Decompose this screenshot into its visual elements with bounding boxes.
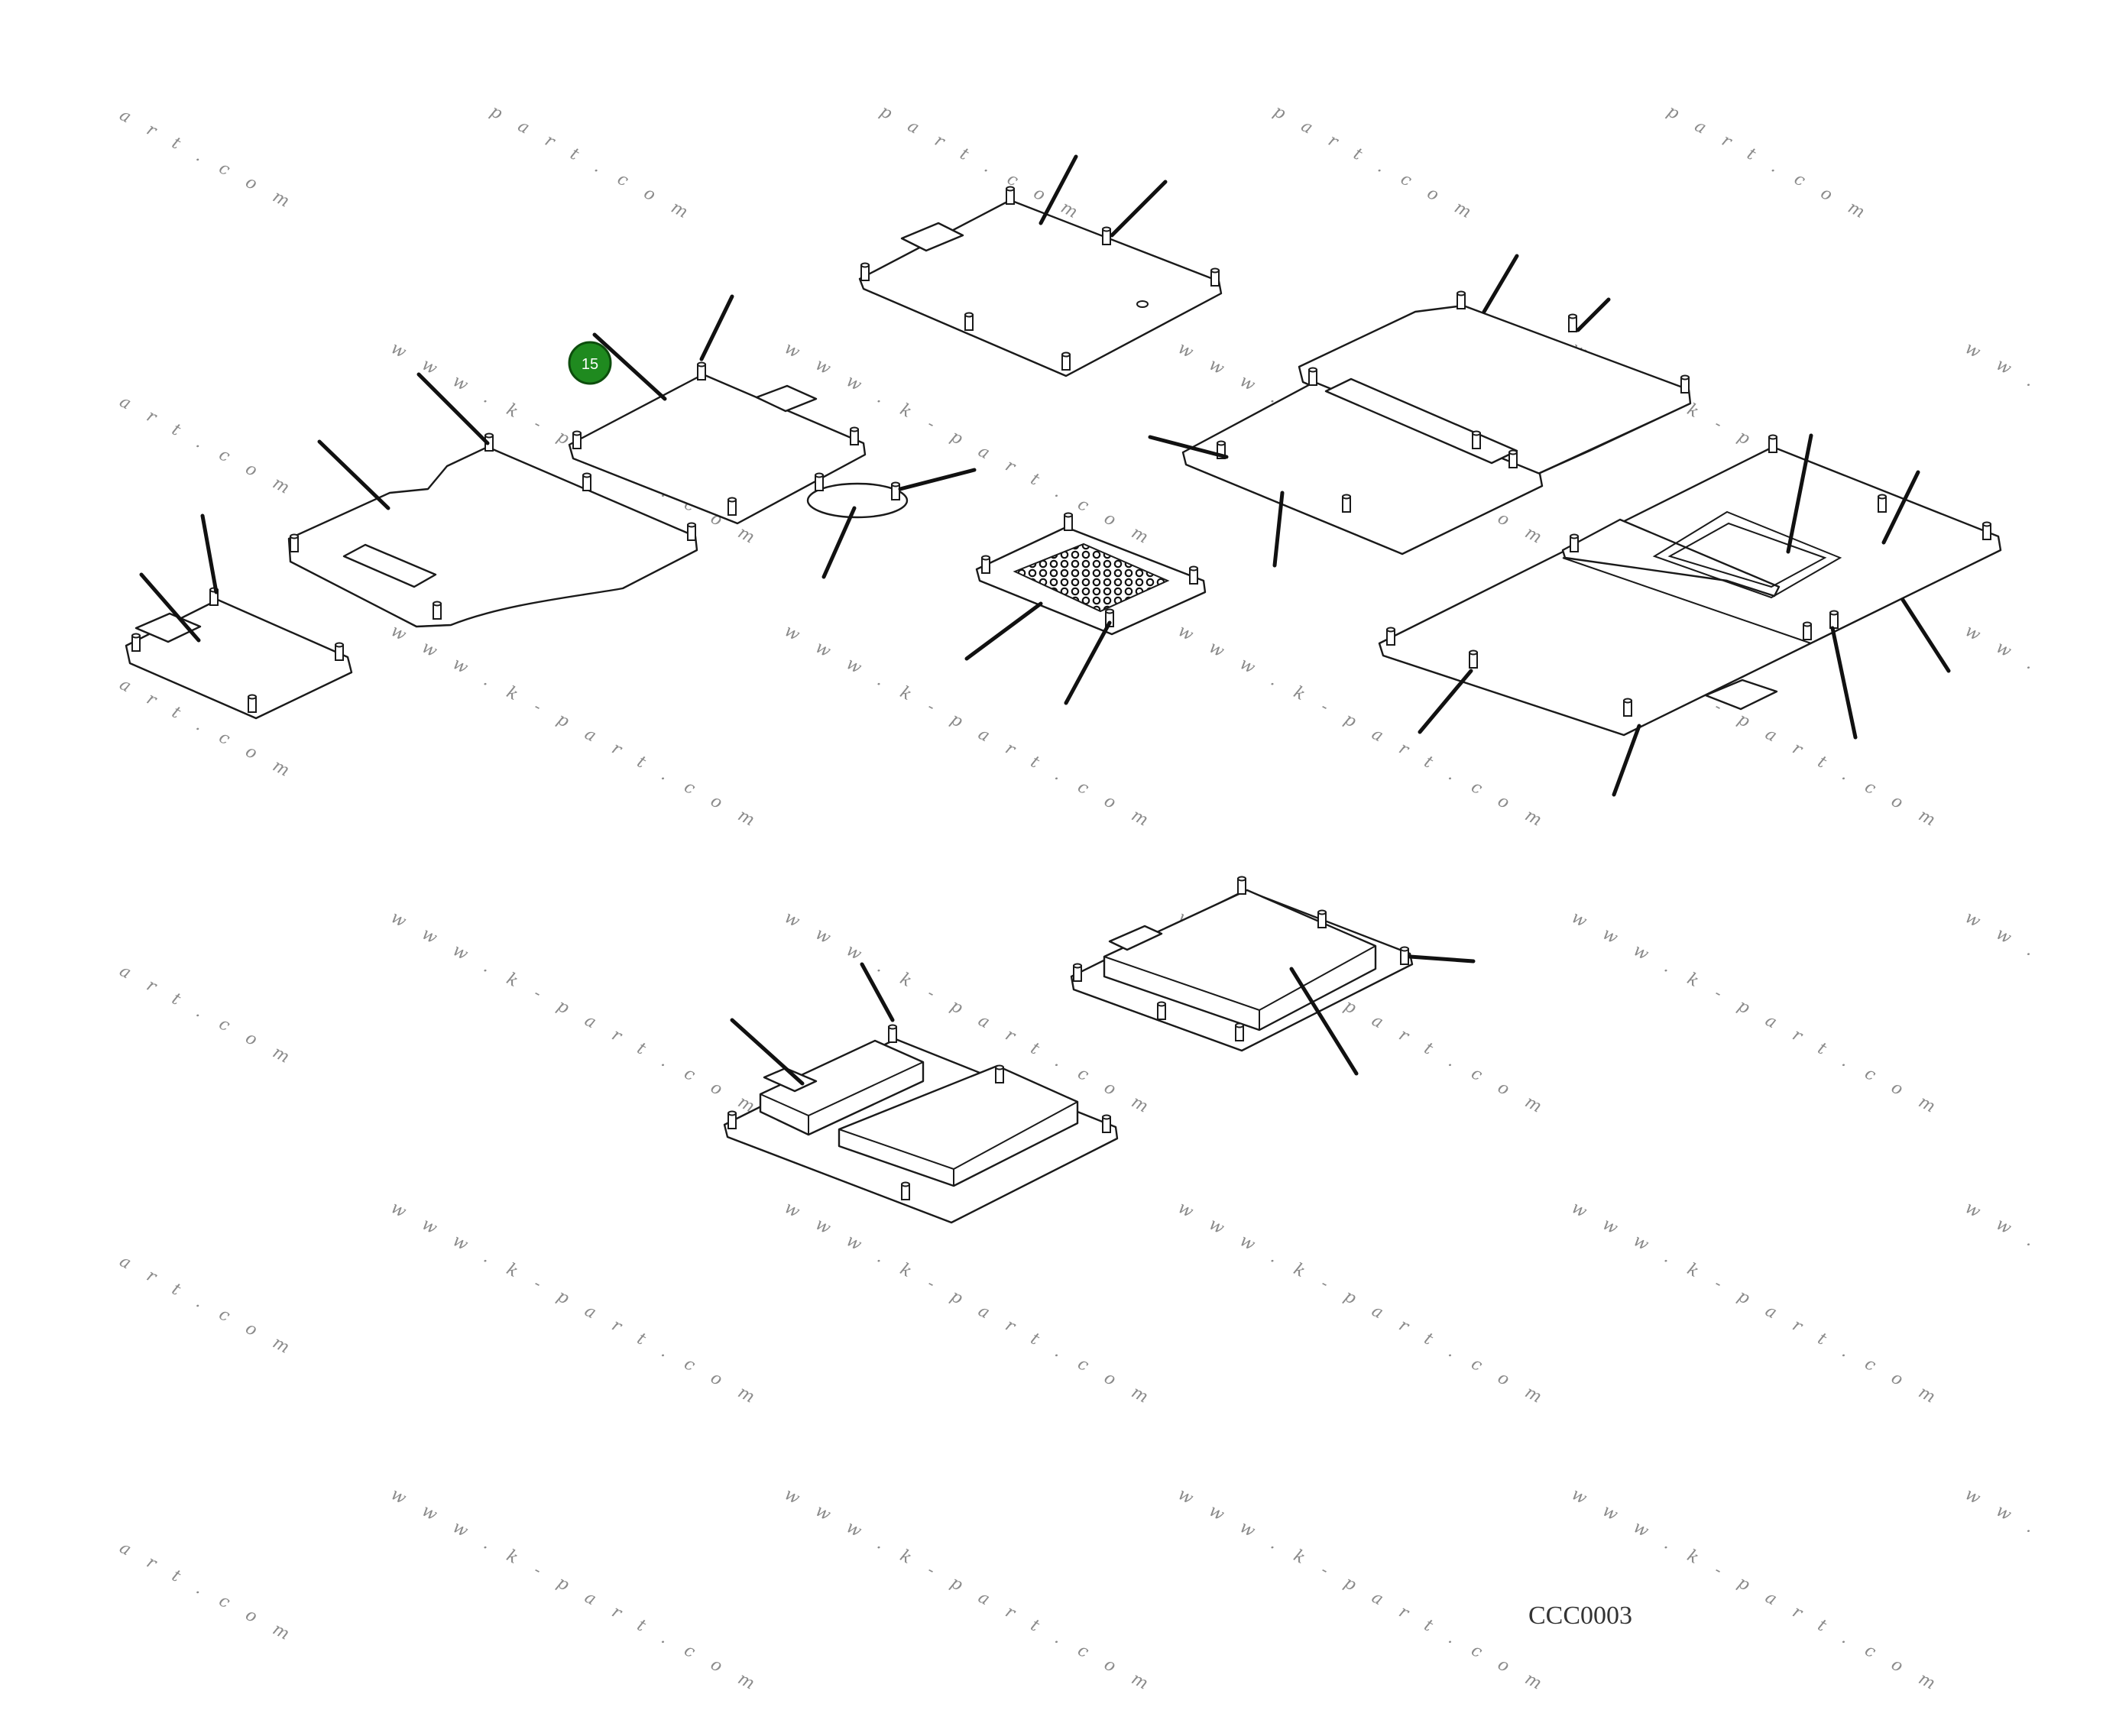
component-plate-lower-center xyxy=(723,962,1119,1224)
watermark-text: a r t . c o m xyxy=(116,1252,299,1361)
watermark-text: a r t . c o m xyxy=(116,961,299,1070)
watermark-text: w w . xyxy=(1962,338,2044,394)
watermark-text: w w w . k - p a r t . c o m xyxy=(1568,1485,1945,1697)
watermark-text: w w w . k - p a r t . c o m xyxy=(387,1485,764,1697)
watermark-text: a r t . c o m xyxy=(116,105,299,215)
watermark-text: w w w . k - p a r t . c o m xyxy=(781,621,1158,834)
floor-plate-shaped xyxy=(287,372,698,628)
watermark-text: w w . xyxy=(1962,908,2044,964)
watermark-text: a r t . c o m xyxy=(116,392,299,501)
watermark-text: w w w . k - p a r t . c o m xyxy=(1568,908,1945,1120)
watermark-text: p a r t . c o m xyxy=(877,102,1087,225)
watermark-text: w w w . k - p a r t . c o m xyxy=(1175,1485,1551,1697)
watermark-text: w w w . k - p a r t . c o m xyxy=(387,621,764,834)
drawing-code-label: CCC0003 xyxy=(1528,1602,1632,1630)
watermark-text: w w . xyxy=(1962,1485,2044,1540)
watermark-text: w w w . k - p a r t . c o m xyxy=(387,908,764,1120)
watermark-text: w w w . k - p a r t . c o m xyxy=(781,1198,1158,1410)
watermark-text: w w w . k - p a r t . c o m xyxy=(1175,1198,1551,1410)
oval-gasket xyxy=(806,468,977,579)
callout-circle xyxy=(568,341,612,385)
watermark-text: p a r t . c o m xyxy=(1270,102,1481,225)
watermark-text: a r t . c o m xyxy=(116,1538,299,1647)
cover-plate-mid xyxy=(568,294,867,525)
watermark-text: w w w . k - p a r t . c o m xyxy=(781,1485,1158,1697)
watermark-text: w w . xyxy=(1962,621,2044,677)
watermark-text: p a r t . c o m xyxy=(1664,102,1875,225)
watermark-text: w w w . k - p a r t . c o m xyxy=(1568,1198,1945,1410)
callout-number: 15 xyxy=(582,356,598,373)
watermark-text: w w . xyxy=(1962,1198,2044,1254)
callout-badge-15[interactable]: 15 xyxy=(568,341,612,385)
component-plate-lower-right xyxy=(1070,876,1476,1076)
watermark-text: w w w . k - p a r t . c o m xyxy=(387,1198,764,1410)
cover-plate-small-left xyxy=(125,513,353,720)
perforated-mesh-plate xyxy=(964,512,1207,705)
frame-plate-right xyxy=(1378,433,2002,797)
cover-plate-right-middle xyxy=(1148,367,1544,568)
watermark-text: p a r t . c o m xyxy=(487,102,698,225)
cover-plate-top-center xyxy=(858,154,1223,377)
